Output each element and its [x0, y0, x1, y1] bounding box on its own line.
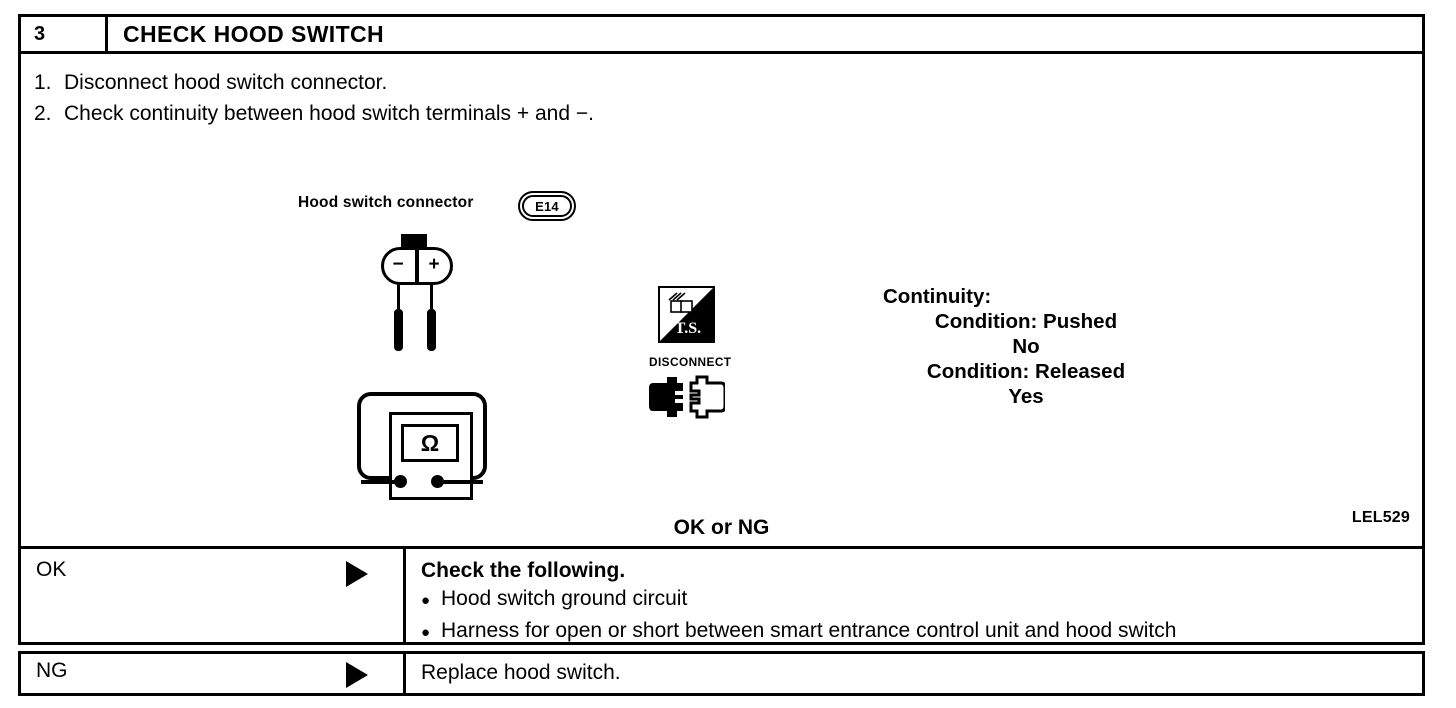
badge-outer-ring: [518, 191, 576, 221]
tool-selector-icon: T.S.: [658, 286, 715, 343]
result-action-title: Check the following.: [421, 559, 626, 582]
instruction-list: 1. Disconnect hood switch connector. 2. …: [34, 67, 1034, 129]
connector-code-text: E14: [535, 198, 559, 214]
result-action-text: Replace hood switch.: [421, 661, 621, 684]
meter-terminal-icon: [431, 475, 444, 488]
connector-label: Hood switch connector: [298, 194, 474, 211]
connector-tab-icon: [401, 234, 427, 250]
terminal-minus-label: −: [392, 254, 404, 275]
disconnect-label: DISCONNECT: [649, 357, 732, 369]
instruction-number: 2.: [34, 102, 52, 125]
continuity-spec: Continuity: Condition: Pushed No Conditi…: [851, 284, 1201, 409]
continuity-condition: Condition: Pushed: [934, 310, 1118, 333]
result-bullet-text: Hood switch ground circuit: [441, 587, 688, 610]
terminal-plus-label: +: [428, 254, 440, 275]
result-row-ok: OK Check the following. ● Hood switch gr…: [21, 549, 1422, 645]
result-bullet-item: ● Hood switch ground circuit: [421, 584, 1422, 616]
connector-divider-icon: [415, 247, 419, 285]
meter-terminal-icon: [394, 475, 407, 488]
result-action-cell: Replace hood switch.: [406, 654, 1422, 693]
result-verdict-label: NG: [36, 659, 68, 682]
instruction-number: 1.: [34, 71, 52, 94]
connector-code-badge: E14: [518, 191, 576, 221]
continuity-result: Yes: [1008, 385, 1044, 408]
bullet-icon: ●: [421, 624, 431, 641]
instruction-text: Disconnect hood switch connector.: [64, 71, 388, 94]
ohm-symbol: Ω: [420, 429, 440, 456]
probe-tip-icon: [427, 309, 436, 351]
disconnect-icon: [649, 373, 727, 421]
meter-wire-icon: [441, 480, 483, 484]
disconnect-icon-graphic: [649, 375, 727, 419]
ts-icon-text: T.S.: [675, 320, 701, 337]
result-verdict-label: OK: [36, 558, 67, 581]
result-bullet-text: Harness for open or short between smart …: [441, 619, 1177, 642]
step-number-cell: 3: [21, 17, 108, 51]
instruction-text: Check continuity between hood switch ter…: [64, 102, 594, 125]
figure-reference-code: LEL529: [1351, 509, 1410, 526]
result-verdict-cell: NG: [21, 654, 406, 693]
result-action-cell: Check the following. ● Hood switch groun…: [406, 549, 1422, 645]
instruction-item: 1. Disconnect hood switch connector.: [34, 67, 1034, 98]
continuity-result: No: [1012, 335, 1040, 358]
result-verdict-cell: OK: [21, 549, 406, 645]
continuity-heading: Continuity:: [883, 285, 992, 308]
measurement-figure: Hood switch connector E14 − +: [21, 54, 1422, 546]
judgement-label: OK or NG: [673, 516, 770, 539]
step-header: 3 CHECK HOOD SWITCH: [21, 17, 1422, 54]
continuity-condition: Condition: Released: [926, 360, 1126, 383]
step-body: 1. Disconnect hood switch connector. 2. …: [21, 54, 1422, 549]
step-number: 3: [34, 22, 46, 45]
bullet-icon: ●: [421, 592, 431, 609]
ohmmeter-display-icon: Ω: [401, 424, 459, 462]
connector-and-meter-diagram: − + Ω: [357, 234, 491, 504]
meter-wire-icon: [361, 480, 397, 484]
badge-inner-ring: [522, 195, 572, 217]
arrow-right-icon: [346, 561, 368, 587]
arrow-right-icon: [346, 662, 368, 688]
probe-tip-icon: [394, 309, 403, 351]
result-row-ng: NG Replace hood switch.: [18, 651, 1425, 696]
page-title: CHECK HOOD SWITCH: [123, 20, 385, 47]
step-frame: 3 CHECK HOOD SWITCH 1. Disconnect hood s…: [18, 14, 1425, 645]
step-title-cell: CHECK HOOD SWITCH: [108, 17, 384, 51]
result-bullet-item: ● Harness for open or short between smar…: [421, 616, 1422, 648]
instruction-item: 2. Check continuity between hood switch …: [34, 98, 1034, 129]
ts-icon-graphic: T.S.: [660, 288, 713, 341]
